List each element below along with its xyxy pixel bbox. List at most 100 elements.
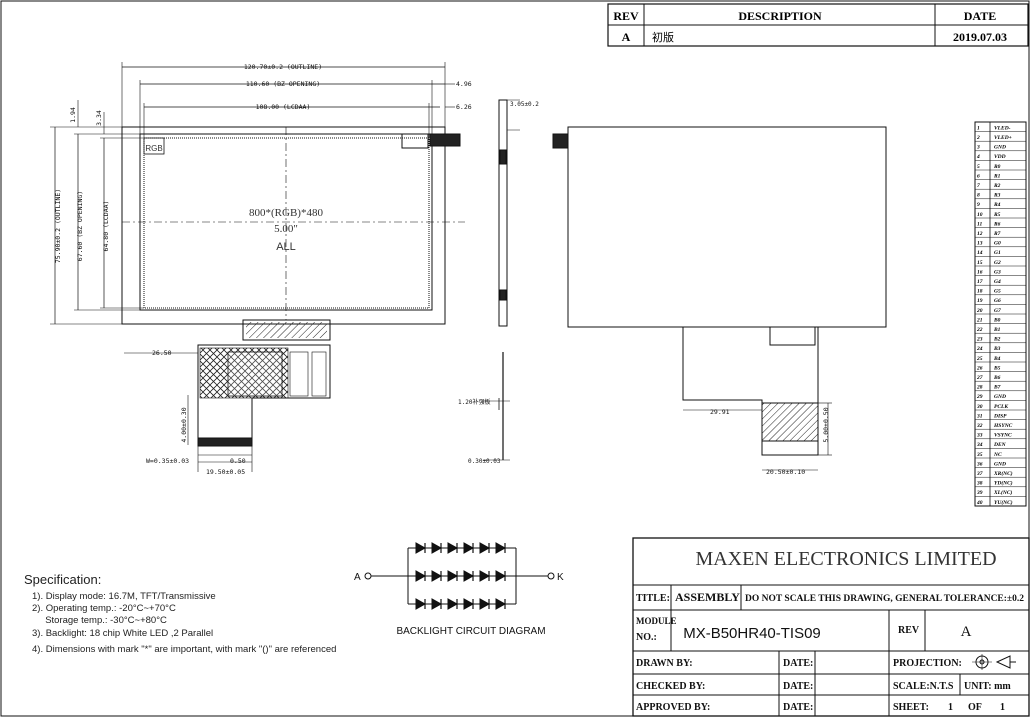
checked-by-label: CHECKED BY: — [636, 681, 705, 692]
pin-number: 29 — [976, 394, 983, 400]
pin-signal: G5 — [994, 289, 1001, 295]
dim-1-20: 1.20补强板 — [458, 398, 490, 406]
pin-signal: VSYNC — [994, 433, 1012, 439]
led-diode — [415, 598, 427, 610]
pin-number: 28 — [976, 385, 983, 391]
pin-signal: DISP — [993, 413, 1007, 419]
dim-29-91: 29.91 — [710, 408, 730, 416]
pin-signal: B2 — [993, 337, 1001, 343]
dim-1-94: 1.94 — [69, 107, 77, 123]
drawn-by-label: DRAWN BY: — [636, 658, 693, 669]
pin-number: 9 — [977, 202, 980, 208]
date-label-1: DATE: — [783, 658, 813, 669]
pin-number: 32 — [976, 423, 983, 429]
spec-line-2: 2). Operating temp.: -20°C~+70°C — [32, 603, 176, 614]
pin-signal: VLED+ — [994, 135, 1012, 141]
pin-signal: G3 — [994, 269, 1001, 275]
pin-number: 19 — [977, 298, 983, 304]
rev-value: A — [961, 624, 972, 640]
circuit-labels: A K BACKLIGHT CIRCUIT DIAGRAM — [354, 572, 564, 637]
pin-number: 11 — [977, 221, 982, 227]
dim-bz-height: 67.60 (BZ OPENING) — [76, 191, 84, 261]
dim-lcdaa-width: 108.00 (LCDAA) — [256, 103, 311, 111]
pin-number: 24 — [976, 346, 983, 352]
pin-number: 17 — [977, 279, 983, 285]
pin-number: 33 — [976, 433, 983, 439]
pin-number: 27 — [976, 375, 983, 381]
pin-number: 30 — [976, 404, 983, 410]
tolerance-note: DO NOT SCALE THIS DRAWING, GENERAL TOLER… — [745, 594, 1024, 604]
rev-label: REV — [898, 625, 920, 636]
module-label-2: NO.: — [636, 632, 657, 643]
approved-by-label: APPROVED BY: — [636, 702, 710, 713]
of-label: OF — [968, 702, 982, 713]
front-view — [50, 62, 465, 472]
pin-signal: YU(NC) — [994, 499, 1013, 506]
pin-number: 35 — [976, 452, 983, 458]
pin-number: 10 — [977, 212, 983, 218]
led-diode — [415, 570, 427, 582]
spec-line-4: 3). Backlight: 18 chip White LED ,2 Para… — [32, 628, 213, 639]
led-diode — [447, 542, 459, 554]
led-diode — [447, 570, 459, 582]
description-header: DESCRIPTION — [738, 9, 822, 23]
pin-number: 7 — [977, 183, 980, 189]
all-label: ALL — [276, 241, 296, 253]
pin-signal: GND — [994, 394, 1006, 400]
led-diode — [447, 598, 459, 610]
description-value: 初版 — [652, 30, 674, 44]
led-diode — [479, 542, 491, 554]
front-view-center-text: RGB 800*(RGB)*480 5.00" ALL — [145, 144, 323, 253]
spec-title: Specification: — [24, 572, 101, 587]
pin-signal: R6 — [993, 221, 1001, 227]
led-diode — [495, 570, 507, 582]
pin-number: 25 — [976, 356, 983, 362]
led-diode — [495, 598, 507, 610]
led-diode — [479, 570, 491, 582]
pin-number: 12 — [977, 231, 983, 237]
pin-number: 18 — [977, 289, 983, 295]
dim-19-50: 19.50±0.05 — [206, 468, 245, 476]
module-label-1: MODULE — [636, 616, 677, 626]
pin-number: 39 — [976, 490, 983, 496]
date-value: 2019.07.03 — [953, 30, 1007, 44]
pin-number: 14 — [977, 250, 983, 256]
title-value: ASSEMBLY — [675, 590, 740, 604]
size-label: 5.00" — [274, 223, 298, 235]
pin-signal: B7 — [993, 385, 1001, 391]
pin-number: 5 — [977, 164, 980, 170]
pin-signal: B1 — [993, 327, 1001, 333]
pin-signal: R7 — [993, 231, 1001, 237]
specification: Specification: 1). Display mode: 16.7M, … — [24, 572, 336, 655]
front-view-labels: 120.70±0.2 (OUTLINE) 110.60 (BZ OPENING)… — [54, 63, 472, 476]
title-block-text: MAXEN ELECTRONICS LIMITED TITLE: ASSEMBL… — [636, 548, 1024, 713]
unit-label: UNIT: mm — [964, 681, 1011, 692]
pin-number: 8 — [977, 193, 980, 199]
scale-label: SCALE:N.T.S — [893, 681, 954, 692]
dim-lcdaa-height: 64.80 (LCDAA) — [102, 201, 110, 252]
cathode-label: K — [557, 572, 564, 583]
pin-signal: PCLK — [994, 404, 1008, 410]
side-view — [483, 99, 520, 461]
pin-number: 2 — [976, 135, 980, 141]
dim-3-05: 3.05±0.2 — [510, 101, 539, 108]
projection-label: PROJECTION: — [893, 658, 962, 669]
led-diode — [495, 542, 507, 554]
pin-signal: VLED- — [994, 125, 1011, 131]
pin-number: 3 — [976, 145, 980, 151]
pin-signal: B6 — [993, 375, 1001, 381]
led-diode — [431, 542, 443, 554]
pin-signal: B0 — [993, 317, 1001, 323]
title-block — [632, 537, 1030, 717]
sheet-number: 1 — [948, 702, 953, 713]
sheet-label: SHEET: — [893, 702, 929, 713]
rev-value: A — [622, 30, 631, 44]
date-header: DATE — [964, 9, 996, 23]
sheet-total: 1 — [1000, 702, 1005, 713]
company-name: MAXEN ELECTRONICS LIMITED — [695, 548, 996, 570]
pin-signal: R2 — [993, 183, 1001, 189]
pin-number: 36 — [976, 461, 983, 467]
